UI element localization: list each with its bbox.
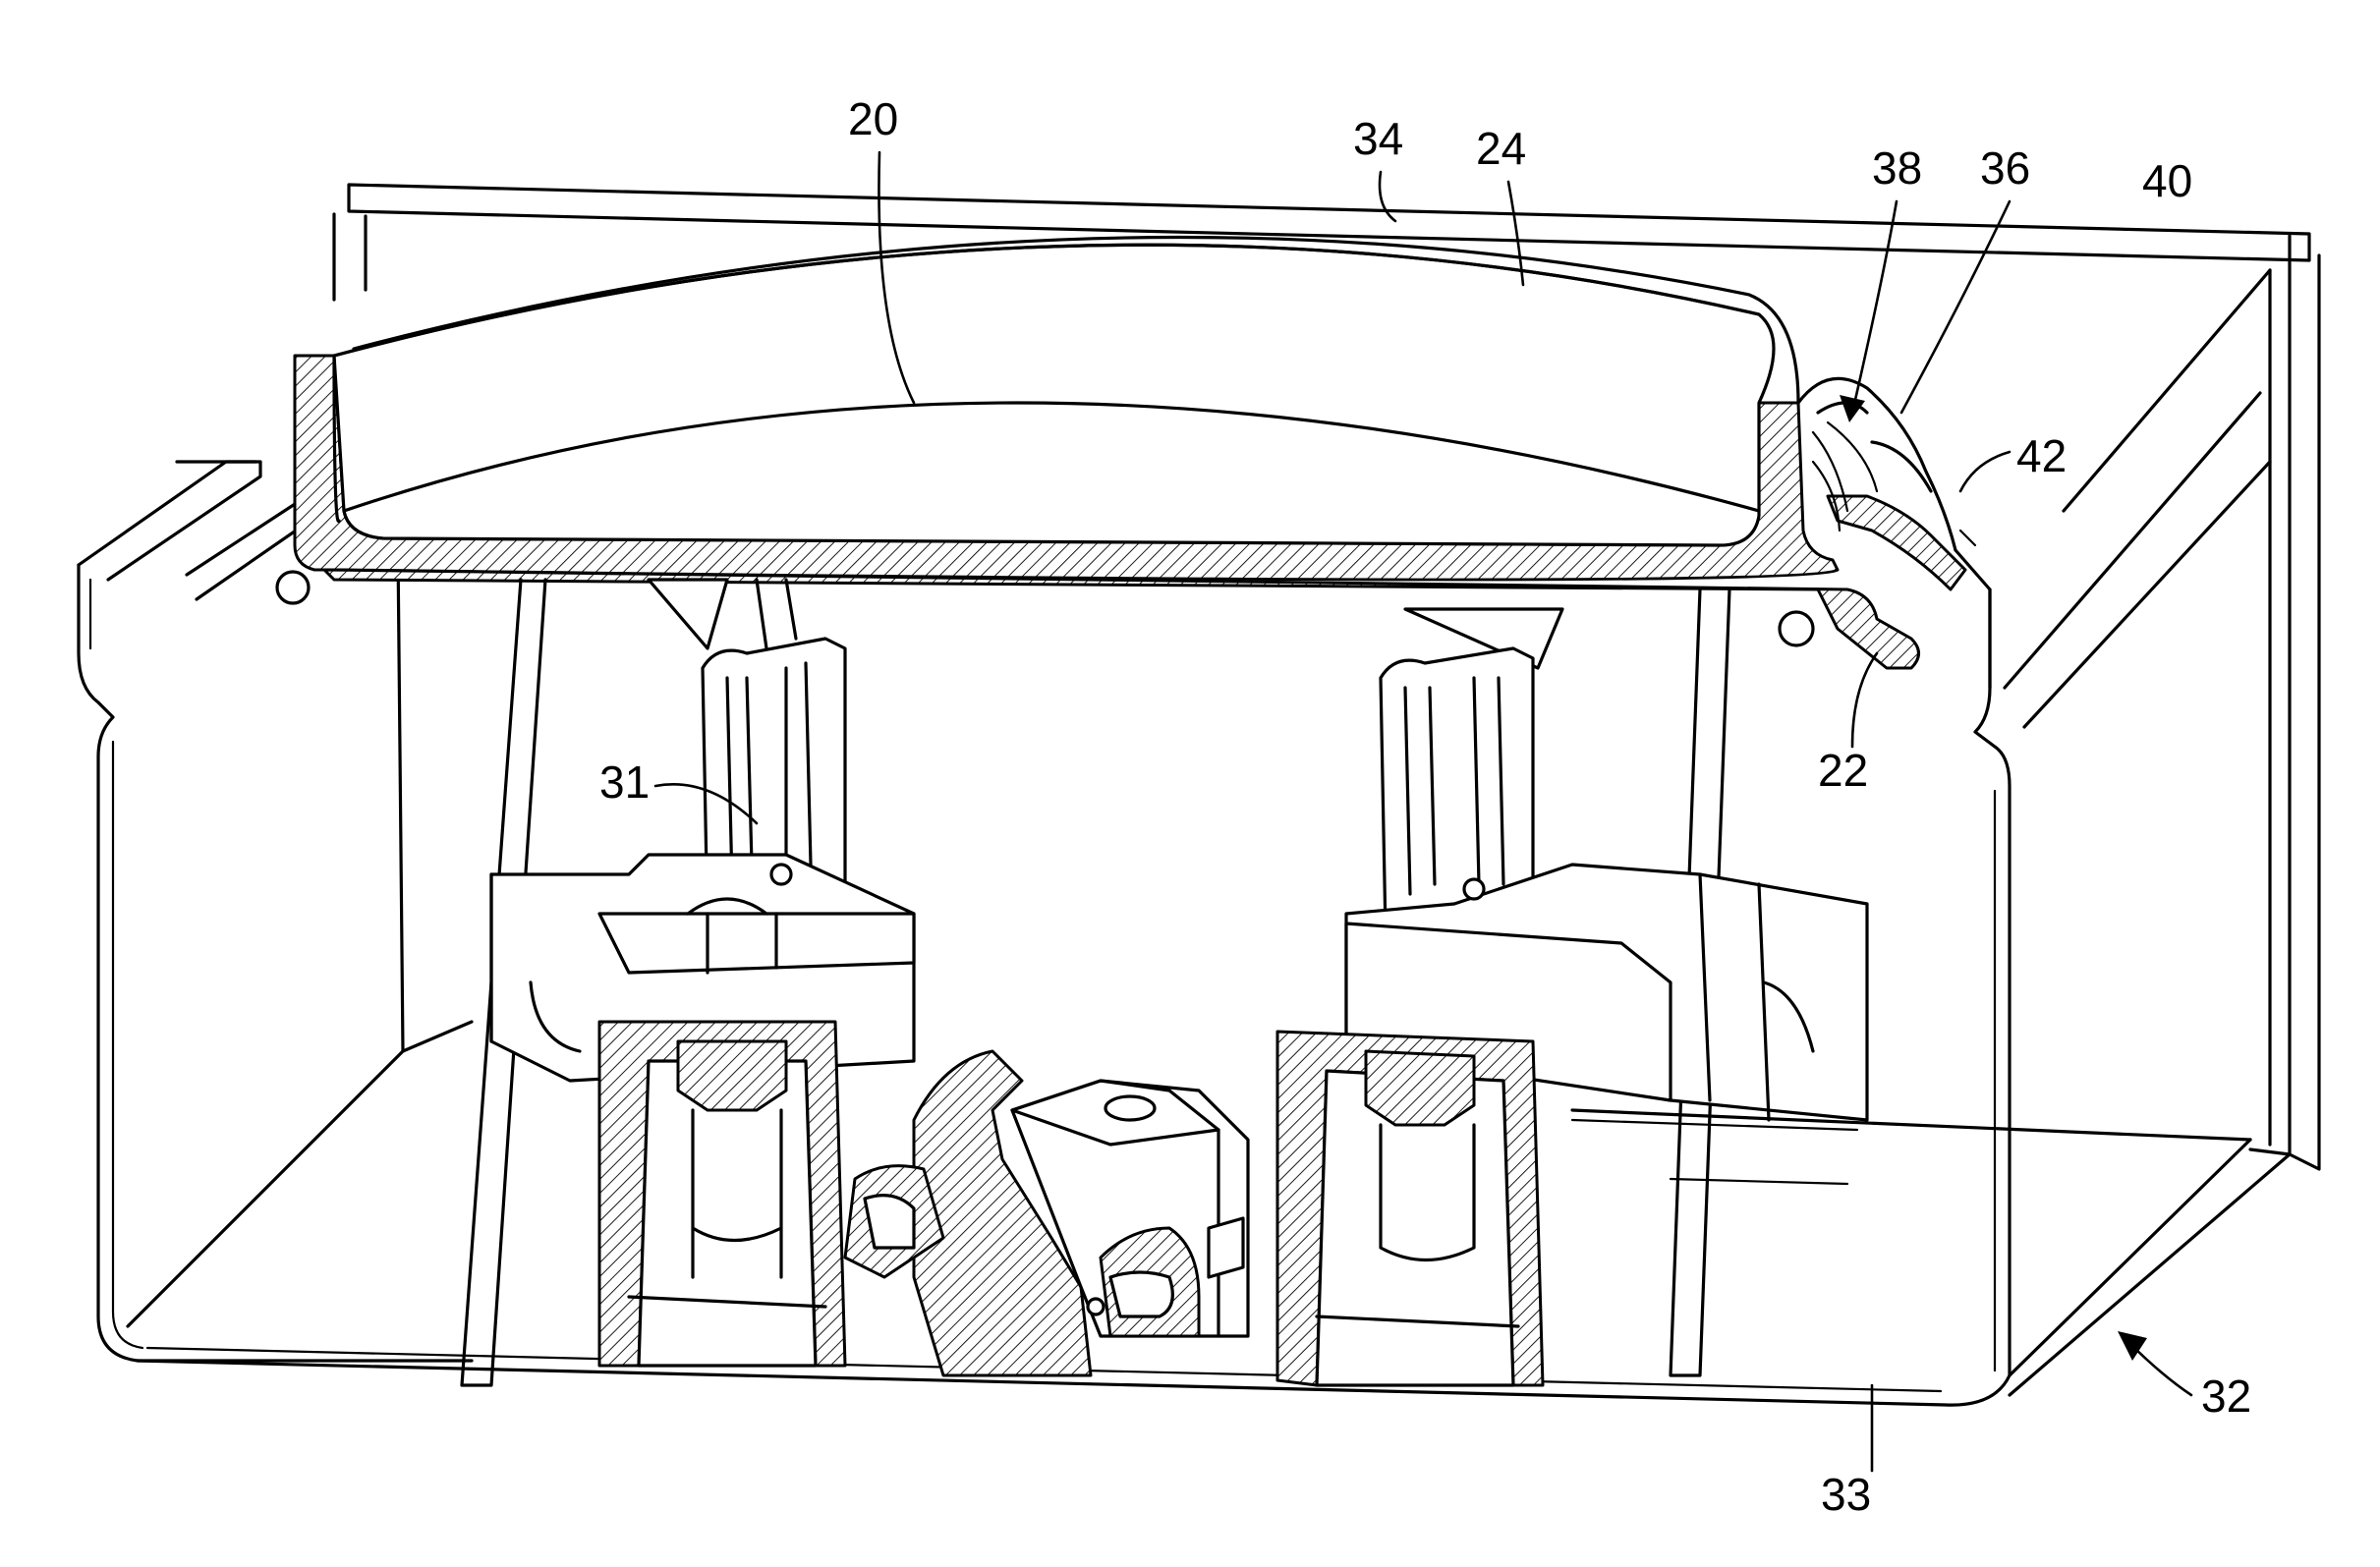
label-32: 32	[2201, 1371, 2251, 1422]
center-connector	[845, 1051, 1248, 1375]
label-22: 22	[1818, 745, 1868, 796]
left-jaw-assembly	[491, 580, 914, 1081]
label-38: 38	[1872, 142, 1922, 194]
label-40: 40	[2142, 155, 2192, 206]
right-terminal-block	[1277, 1032, 1543, 1385]
label-42: 42	[2016, 430, 2067, 481]
leader-42	[1960, 452, 2010, 491]
label-31: 31	[599, 756, 650, 808]
left-terminal-block	[599, 1022, 845, 1366]
label-36: 36	[1980, 142, 2030, 194]
meter-cover	[295, 237, 1919, 668]
leader-22	[1852, 653, 1877, 747]
leader-36	[1901, 201, 2010, 413]
label-34: 34	[1353, 113, 1403, 164]
left-flange	[79, 462, 324, 603]
label-20: 20	[848, 93, 898, 144]
leader-38	[1852, 201, 1897, 413]
leader-34	[1380, 172, 1395, 221]
label-24: 24	[1476, 123, 1526, 174]
label-33: 33	[1821, 1469, 1871, 1520]
